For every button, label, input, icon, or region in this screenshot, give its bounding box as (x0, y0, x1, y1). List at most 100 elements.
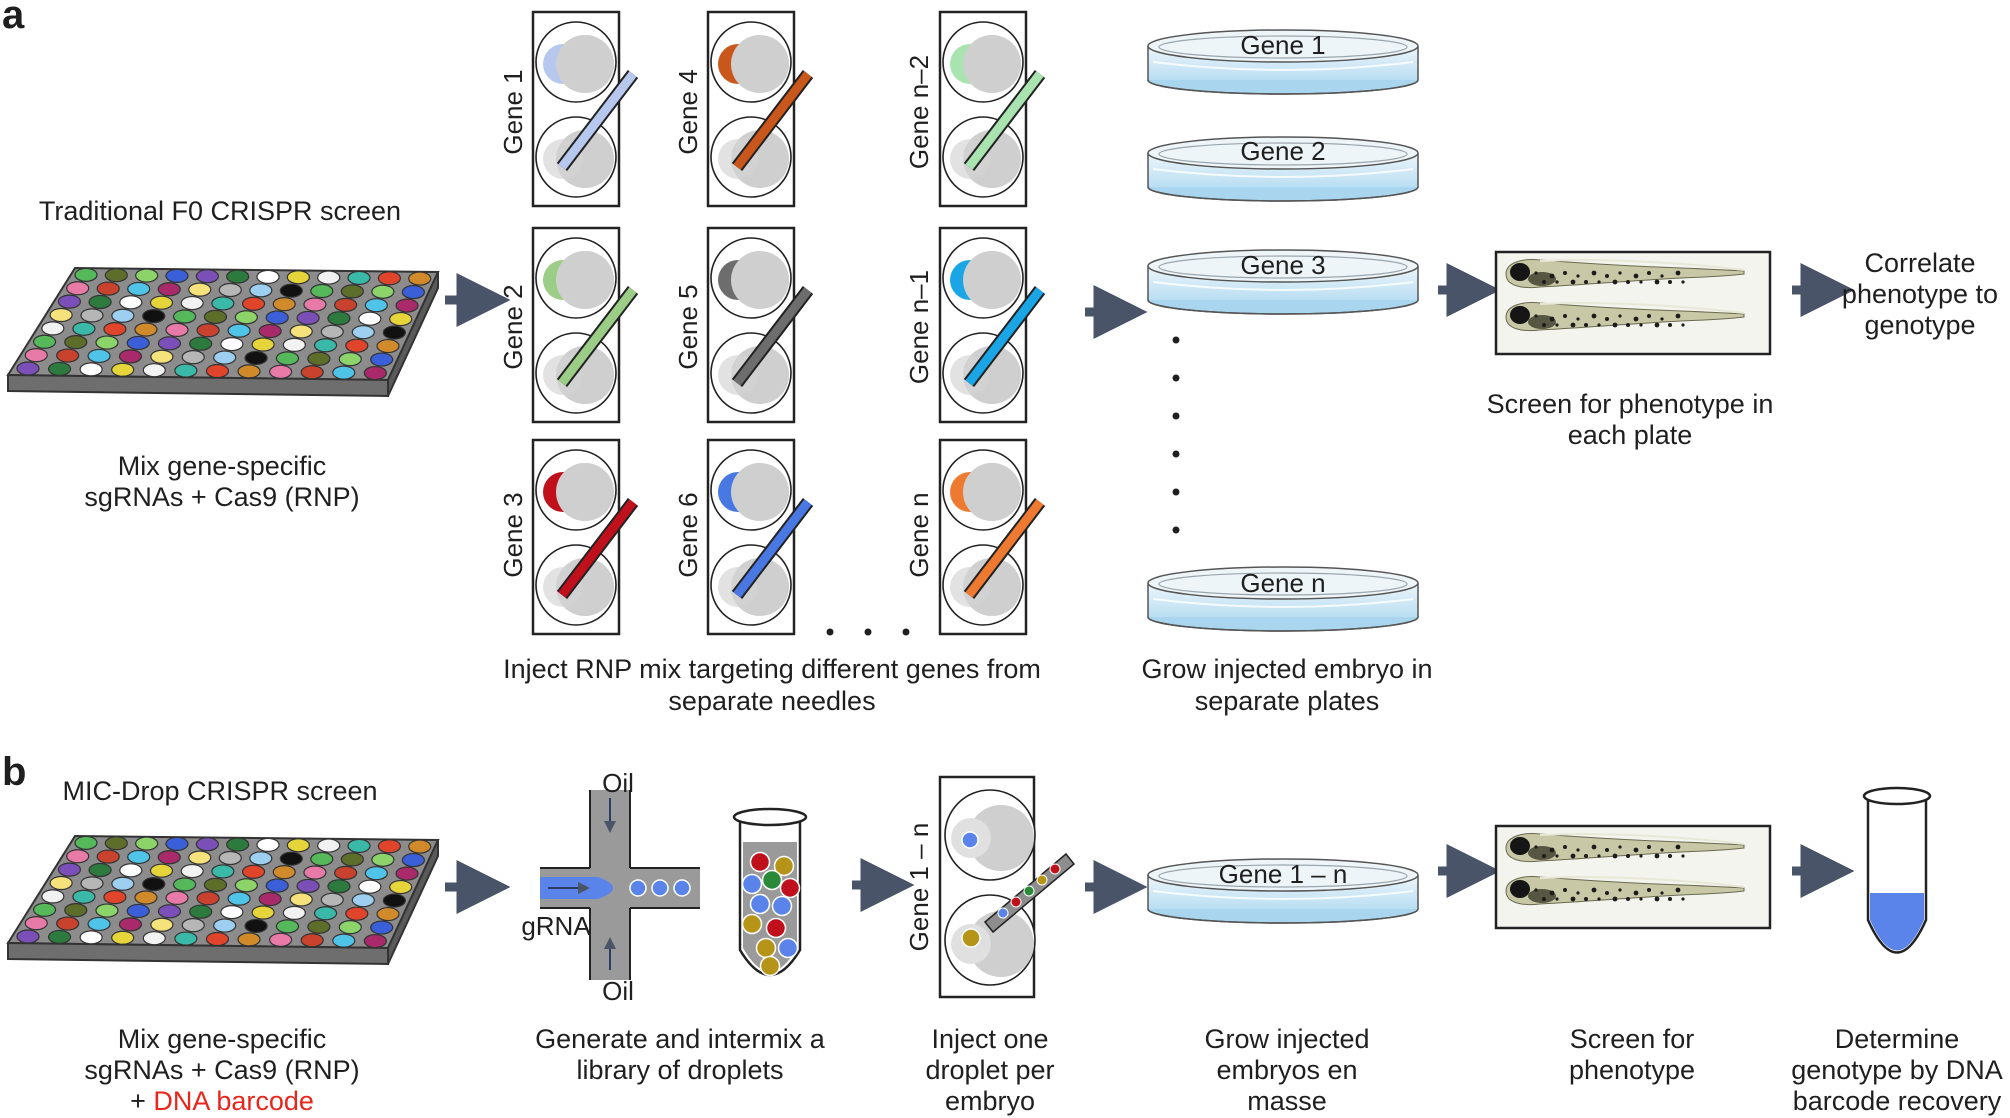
well (249, 851, 273, 866)
well (142, 363, 166, 378)
well (16, 929, 40, 944)
droplet (761, 869, 783, 891)
well (150, 349, 174, 364)
well (104, 268, 128, 283)
well (181, 350, 205, 365)
dish-label-gene-n: Gene n (1240, 568, 1325, 598)
well (364, 298, 388, 313)
dish-label-gene2: Gene 2 (1240, 136, 1325, 166)
needle-label-gene3: Gene 3 (498, 492, 528, 577)
well (47, 929, 72, 945)
needle-box (706, 226, 814, 424)
final-caption-b-line2: genotype by DNA (1791, 1055, 2003, 1085)
well (87, 348, 111, 364)
well (296, 878, 320, 894)
well (134, 890, 158, 905)
barcode-recovery-tube (1862, 786, 1932, 954)
well (157, 282, 181, 297)
inject-caption-b-line3: embryo (945, 1086, 1035, 1116)
well (135, 836, 159, 851)
well (196, 323, 220, 338)
well (57, 294, 82, 309)
droplet (773, 855, 795, 877)
well (289, 324, 313, 339)
well (220, 905, 244, 920)
well (310, 283, 334, 299)
well (157, 850, 181, 865)
well (211, 296, 235, 311)
droplet-tube (732, 807, 808, 977)
well (310, 851, 334, 867)
well (347, 270, 371, 286)
well (134, 322, 158, 337)
well (275, 351, 300, 366)
well (180, 863, 204, 879)
well (408, 271, 432, 286)
needle-box (531, 10, 639, 208)
well (56, 348, 80, 363)
well (363, 933, 387, 949)
well (165, 322, 189, 337)
well (142, 877, 166, 892)
well (213, 918, 237, 933)
well (72, 889, 96, 904)
well (320, 892, 344, 907)
well (363, 365, 387, 381)
well (218, 850, 242, 866)
well (340, 852, 364, 867)
well (188, 282, 212, 297)
well (307, 919, 331, 934)
well (389, 879, 413, 895)
well (358, 311, 382, 326)
well (296, 310, 320, 326)
droplet (759, 955, 781, 977)
well (258, 323, 282, 339)
well (377, 839, 401, 854)
panel-a-title: Traditional F0 CRISPR screen (39, 196, 401, 226)
well (275, 919, 300, 934)
needle-box (706, 438, 814, 636)
plate-caption-a-line1: Mix gene-specific (118, 451, 327, 481)
well (272, 297, 296, 312)
well (286, 838, 310, 853)
oil-label-top: Oil (602, 768, 634, 798)
well (307, 351, 331, 366)
well (135, 268, 159, 283)
plate-caption-b-plus: + (130, 1086, 153, 1116)
well (251, 905, 275, 920)
well (211, 864, 235, 879)
well (74, 835, 98, 850)
well (64, 335, 88, 350)
well (188, 850, 212, 865)
droplet (749, 851, 771, 873)
well (279, 851, 303, 866)
well (49, 875, 73, 891)
well (24, 348, 48, 363)
well (351, 325, 375, 340)
well (57, 862, 82, 877)
well (370, 352, 394, 367)
well (249, 283, 273, 298)
well (256, 837, 280, 852)
grow-caption-a-line2: separate plates (1195, 686, 1380, 716)
well (382, 325, 406, 340)
well (79, 362, 103, 377)
well (72, 321, 96, 336)
inject-caption-b-line1: Inject one (931, 1024, 1048, 1054)
well (213, 350, 237, 365)
well (157, 904, 182, 919)
well (196, 891, 220, 906)
well (95, 903, 119, 918)
panel-b-title: MIC-Drop CRISPR screen (62, 776, 377, 806)
inject-caption-a-line2: separate needles (668, 686, 875, 716)
well (227, 891, 251, 906)
well (332, 933, 356, 948)
well (205, 363, 230, 379)
well (103, 322, 127, 337)
well (218, 282, 242, 298)
needle-box (938, 226, 1046, 424)
well (389, 311, 413, 327)
well (303, 865, 327, 880)
needle-box (706, 10, 814, 208)
grna-label: gRNA (521, 911, 591, 941)
